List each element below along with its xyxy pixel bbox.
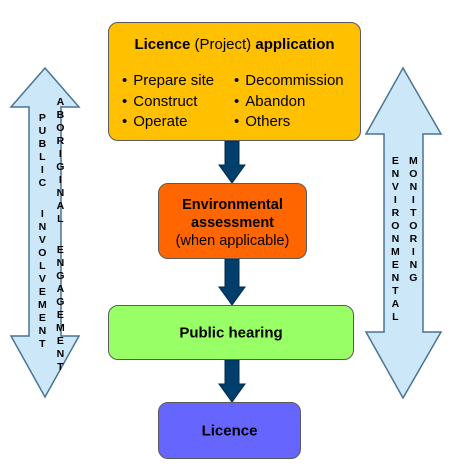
vertical-letter: O [409, 220, 418, 232]
application-items-right: Decommission Abandon Others [234, 71, 344, 133]
flow-arrow-2 [218, 258, 246, 306]
vertical-letter: T [39, 338, 46, 350]
left-double-arrow [9, 66, 81, 399]
vertical-letter: N [409, 259, 418, 271]
vertical-letter: G [409, 272, 418, 284]
right-double-arrow [364, 66, 443, 400]
vertical-letter: N [38, 221, 47, 233]
vertical-letter: E [56, 244, 64, 256]
list-item: Abandon [234, 92, 344, 113]
public-hearing-box: Public hearing [108, 305, 354, 360]
vertical-letter: A [56, 283, 65, 295]
vertical-letter: E [56, 309, 64, 321]
vertical-letter: A [56, 200, 65, 212]
vertical-letter: N [409, 181, 418, 193]
list-item: Construct [122, 92, 214, 113]
vertical-letter: G [56, 296, 65, 308]
vertical-letter: M [409, 155, 418, 167]
vertical-letter: P [38, 112, 46, 124]
vertical-letter: O [391, 220, 400, 232]
vertical-letter: A [56, 96, 65, 108]
env-line-3: (when applicable) [175, 233, 290, 249]
vertical-letter: N [56, 348, 65, 360]
vertical-letter: A [391, 298, 400, 310]
vertical-letter: E [391, 259, 399, 271]
application-title-suffix: application [255, 36, 335, 53]
vertical-letter: V [38, 273, 46, 285]
vertical-letter: I [393, 194, 397, 206]
vertical-letter: R [56, 135, 65, 147]
vertical-letter: I [58, 174, 62, 186]
flow-arrow-3 [218, 359, 246, 403]
vertical-letter: N [38, 325, 47, 337]
licence-box: Licence [158, 402, 301, 459]
vertical-letter: M [38, 299, 47, 311]
vertical-letter: N [391, 272, 400, 284]
vertical-letter: R [409, 233, 418, 245]
list-item: Operate [122, 112, 214, 133]
vertical-letter: V [391, 181, 399, 193]
vertical-letter: E [56, 335, 64, 347]
vertical-letter: O [56, 122, 65, 134]
vertical-letter: U [38, 125, 47, 137]
vertical-letter: E [391, 155, 399, 167]
vertical-letter: M [391, 246, 400, 258]
vertical-letter: T [410, 207, 417, 219]
vertical-letter: I [58, 148, 62, 160]
vertical-letter: E [38, 286, 46, 298]
licence-application-box: Licence (Project) application Prepare si… [108, 22, 361, 141]
list-item: Others [234, 112, 344, 133]
vertical-letter: I [40, 164, 44, 176]
vertical-letter: N [391, 233, 400, 245]
vertical-letter: M [56, 322, 65, 334]
vertical-letter: I [411, 246, 415, 258]
vertical-letter: N [56, 257, 65, 269]
application-items-left: Prepare site Construct Operate [122, 71, 214, 133]
vertical-letter: I [411, 194, 415, 206]
list-item: Prepare site [122, 71, 214, 92]
vertical-letter: E [38, 312, 46, 324]
vertical-letter: G [56, 161, 65, 173]
vertical-letter: R [391, 207, 400, 219]
vertical-letter: O [409, 168, 418, 180]
vertical-letter: B [38, 138, 47, 150]
environmental-assessment-box: Environmental assessment (when applicabl… [158, 183, 307, 259]
vertical-letter: L [39, 151, 46, 163]
vertical-letter: O [38, 247, 47, 259]
vertical-letter: L [392, 311, 399, 323]
list-item: Decommission [234, 71, 343, 92]
vertical-letter: G [56, 270, 65, 282]
vertical-letter: T [57, 361, 64, 373]
vertical-letter: N [391, 168, 400, 180]
vertical-letter: N [56, 187, 65, 199]
vertical-letter: V [38, 234, 46, 246]
vertical-letter: L [39, 260, 46, 272]
vertical-letter: C [38, 177, 47, 189]
application-title: Licence (Project) application [109, 36, 360, 53]
licence-label: Licence [201, 422, 258, 439]
application-title-prefix: Licence [134, 36, 191, 53]
vertical-letter: T [392, 285, 399, 297]
vertical-letter: I [40, 208, 44, 220]
vertical-letter: B [56, 109, 65, 121]
application-title-middle: (Project) [194, 36, 252, 53]
public-hearing-label: Public hearing [179, 324, 283, 341]
env-line-2: assessment [190, 215, 275, 231]
flow-arrow-1 [218, 140, 246, 184]
vertical-letter: L [57, 213, 64, 225]
env-line-1: Environmental [182, 197, 283, 213]
